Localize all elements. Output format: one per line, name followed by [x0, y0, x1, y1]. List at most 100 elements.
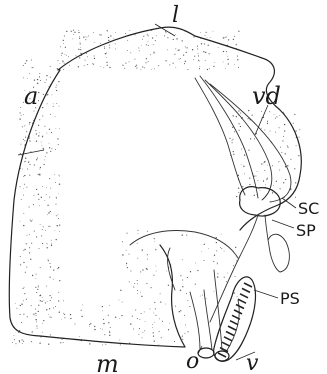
stipple-dot: [134, 283, 135, 284]
stipple-dot: [20, 314, 21, 315]
stipple-dot: [165, 31, 166, 32]
stipple-dot: [63, 313, 64, 314]
stipple-dot: [186, 235, 187, 236]
stipple-dot: [137, 318, 138, 319]
stipple-dot: [218, 47, 219, 48]
stipple-dot: [47, 244, 48, 245]
stipple-dot: [26, 187, 27, 188]
stipple-dot: [68, 56, 69, 57]
stipple-dot: [36, 133, 37, 134]
stipple-dot: [110, 35, 111, 36]
stipple-dot: [175, 34, 176, 35]
stipple-dot: [161, 337, 162, 338]
stipple-dot: [44, 300, 45, 301]
stipple-dot: [152, 324, 153, 325]
stipple-dot: [59, 231, 60, 232]
stipple-dot: [40, 267, 41, 268]
stipple-dot: [290, 159, 291, 160]
ps-leader: [254, 290, 278, 298]
stipple-dot: [156, 266, 157, 267]
stipple-dot: [180, 275, 181, 276]
stipple-dot: [135, 66, 136, 67]
stipple-dot: [24, 249, 25, 250]
stipple-dot: [109, 67, 110, 68]
stipple-dot: [224, 251, 225, 252]
stipple-dot: [106, 57, 107, 58]
label-sp: SP: [296, 221, 316, 240]
stipple-dot: [34, 164, 35, 165]
stipple-dot: [25, 158, 26, 159]
stipple-dot: [122, 241, 123, 242]
stipple-dot: [284, 124, 285, 125]
stipple-dot: [127, 267, 128, 268]
stipple-dot: [236, 44, 237, 45]
stipple-dot: [58, 175, 59, 176]
stipple-dot: [99, 34, 100, 35]
stipple-dot: [213, 31, 214, 32]
stipple-dot: [29, 247, 30, 248]
stipple-dot: [299, 129, 300, 130]
stipple-dot: [126, 250, 127, 251]
stipple-dot: [38, 174, 39, 175]
stipple-dot: [63, 69, 64, 70]
stipple-dot: [42, 146, 43, 147]
stipple-dot: [56, 87, 57, 88]
stipple-dot: [49, 263, 50, 264]
stipple-dot: [137, 283, 138, 284]
stipple-dot: [36, 321, 37, 322]
stipple-dot: [57, 138, 58, 139]
stipple-dot: [214, 291, 215, 292]
stipple-dot: [37, 158, 38, 159]
stipple-dot: [137, 258, 138, 259]
stipple-dot: [138, 233, 139, 234]
stipple-dot: [200, 32, 201, 33]
stipple-dot: [31, 305, 32, 306]
stipple-dot: [36, 278, 37, 279]
stipple-dot: [279, 170, 280, 171]
stipple-dot: [148, 45, 149, 46]
stipple-dot: [58, 292, 59, 293]
stipple-dot: [58, 300, 59, 301]
stipple-dot: [23, 176, 24, 177]
stipple-dot: [233, 265, 234, 266]
stipple-dot: [146, 58, 147, 59]
stipple-dot: [40, 224, 41, 225]
stipple-dot: [138, 230, 139, 231]
stipple-dot: [28, 162, 29, 163]
stipple-dot: [275, 132, 276, 133]
stipple-dot: [287, 165, 288, 166]
stipple-dot: [136, 68, 137, 69]
stipple-dot: [148, 35, 149, 36]
stipple-dot: [58, 144, 59, 145]
stipple-dot: [50, 317, 51, 318]
stipple-dot: [248, 118, 249, 119]
stipple-dot: [186, 293, 187, 294]
stipple-dot: [35, 130, 36, 131]
stipple-dot: [58, 267, 59, 268]
stipple-dot: [30, 221, 31, 222]
stipple-dot: [148, 41, 149, 42]
stipple-dot: [23, 65, 24, 66]
stipple-dot: [14, 335, 15, 336]
stipple-dot: [42, 229, 43, 230]
stipple-dot: [100, 43, 101, 44]
stipple-dot: [226, 37, 227, 38]
stipple-dot: [50, 295, 51, 296]
stipple-dot: [62, 339, 63, 340]
stipple-dot: [260, 190, 261, 191]
stipple-dot: [165, 304, 166, 305]
stipple-dot: [63, 342, 64, 343]
stipple-dot: [92, 63, 93, 64]
stipple-dot: [42, 107, 43, 108]
stipple-dot: [80, 53, 81, 54]
stipple-dot: [55, 204, 56, 205]
stipple-dot: [182, 235, 183, 236]
stipple-dot: [102, 306, 103, 307]
stipple-dot: [64, 317, 65, 318]
stipple-dot: [233, 151, 234, 152]
stipple-dot: [280, 147, 281, 148]
stipple-dot: [94, 326, 95, 327]
tube-o-left: [190, 292, 200, 350]
stipple-dot: [62, 61, 63, 62]
stipple-dot: [41, 301, 42, 302]
